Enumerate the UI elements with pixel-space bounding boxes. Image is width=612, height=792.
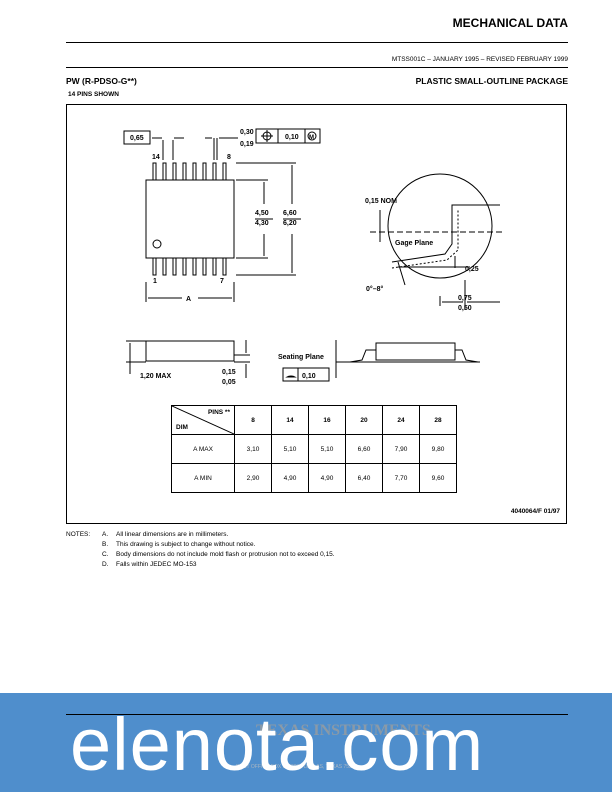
top-leads <box>152 162 227 181</box>
detail-circle <box>387 173 493 279</box>
row-label: A MAX <box>171 434 235 464</box>
drawing-frame <box>66 104 567 524</box>
lead-profile <box>391 204 500 263</box>
corner-bottom-label: DIM <box>176 424 188 431</box>
body-width-min: 4,30 <box>255 220 269 227</box>
table-cell: 9,60 <box>419 463 457 493</box>
lead-width-max: 0,30 <box>240 129 254 136</box>
pin-14-label: 14 <box>152 154 160 161</box>
body-width-max: 4,50 <box>255 210 269 217</box>
revision-line: MTSS001C – JANUARY 1995 – REVISED FEBRUA… <box>391 56 568 63</box>
table-row: A MAX 3,10 5,10 5,10 6,60 7,90 9,80 <box>171 434 457 464</box>
tolerance-value: 0,10 <box>285 134 299 141</box>
lead-width-min: 0,19 <box>240 141 254 148</box>
dimension-table: PINS ** DIM 8 14 16 20 24 28 A MAX 3,10 … <box>171 405 457 493</box>
table-cell: 3,10 <box>234 434 272 464</box>
package-name: PLASTIC SMALL-OUTLINE PACKAGE <box>415 76 568 86</box>
note-text: Falls within JEDEC MO-153 <box>116 561 197 568</box>
height-max: 1,20 MAX <box>140 373 171 380</box>
foot-min: 0,50 <box>458 305 472 312</box>
pin-1-label: 1 <box>153 278 157 285</box>
table-cell: 9,80 <box>419 434 457 464</box>
pin1-marker <box>152 239 162 249</box>
pin-count-cell: 20 <box>345 405 383 435</box>
table-header-row: PINS ** DIM 8 14 16 20 24 28 <box>171 405 457 435</box>
pitch-box <box>123 130 151 145</box>
side-view-body <box>145 340 235 362</box>
pin-count-cell: 14 <box>271 405 309 435</box>
pin-7-label: 7 <box>220 278 224 285</box>
standoff-min: 0,05 <box>222 379 236 386</box>
note-letter: C. <box>102 551 109 558</box>
row-label: A MIN <box>171 463 235 493</box>
pins-shown-label: 14 PINS SHOWN <box>68 91 119 98</box>
end-view-body <box>375 342 456 361</box>
tolerance-frame <box>255 128 321 144</box>
nom-label: 0,15 NOM <box>365 198 397 205</box>
bottom-leads <box>152 257 227 276</box>
table-cell: 6,40 <box>345 463 383 493</box>
table-cell: 5,10 <box>308 434 346 464</box>
note-text: All linear dimensions are in millimeters… <box>116 531 229 538</box>
pitch-label: 0,65 <box>130 135 144 142</box>
coplanarity-value: 0,10 <box>302 373 316 380</box>
length-label: A <box>186 296 191 303</box>
table-cell: 4,90 <box>271 463 309 493</box>
table-cell: 2,90 <box>234 463 272 493</box>
note-letter: A. <box>102 531 109 538</box>
drawing-labels: 0,65 14 8 1 7 0,30 0,19 0,10 M 4,50 4,30… <box>130 129 479 386</box>
note-line: B. This drawing is subject to change with… <box>66 540 335 550</box>
notes-label: NOTES: <box>66 531 91 538</box>
pin-8-label: 8 <box>227 154 231 161</box>
angle-label: 0°–8° <box>366 285 383 293</box>
header-rule-2 <box>66 67 568 68</box>
gage-plane-label: Gage Plane <box>395 240 433 247</box>
pin-count-cell: 16 <box>308 405 346 435</box>
ti-address: POST OFFICE BOX 655303 • DALLAS, TEXAS 7… <box>236 764 358 770</box>
standoff-max: 0,15 <box>222 369 236 376</box>
footer-rule <box>66 714 568 715</box>
top-view-body <box>145 179 235 259</box>
table-row: A MIN 2,90 4,90 4,90 6,40 7,70 9,60 <box>171 463 457 493</box>
tolerance-ref: M <box>309 135 314 141</box>
pin-count-cell: 8 <box>234 405 272 435</box>
package-id: PW (R-PDSO-G**) <box>66 76 137 86</box>
overall-width-max: 6,60 <box>283 210 297 217</box>
note-text: Body dimensions do not include mold flas… <box>116 551 335 558</box>
coplanarity-frame <box>282 367 330 382</box>
foot-max: 0,75 <box>458 295 472 302</box>
corner-top-label: PINS ** <box>207 409 230 416</box>
table-cell: 4,90 <box>308 463 346 493</box>
note-text: This drawing is subject to change withou… <box>116 541 256 548</box>
seating-plane-label: Seating Plane <box>278 354 324 361</box>
pin-count-cell: 24 <box>382 405 420 435</box>
table-corner-cell: PINS ** DIM <box>171 405 235 435</box>
note-line: NOTES: A. All linear dimensions are in mil… <box>66 530 335 540</box>
note-line: C. Body dimensions do not include mold fl… <box>66 550 335 560</box>
watermark-band <box>0 693 612 792</box>
header-rule <box>66 42 568 43</box>
watermark-text[interactable]: elenota.com <box>70 703 485 786</box>
ti-logo: TEXAS INSTRUMENTS <box>256 722 431 739</box>
note-line: D. Falls within JEDEC MO-153 <box>66 560 335 570</box>
table-cell: 6,60 <box>345 434 383 464</box>
table-cell: 7,90 <box>382 434 420 464</box>
table-cell: 5,10 <box>271 434 309 464</box>
gage-value: 0,25 <box>465 266 479 273</box>
table-cell: 7,70 <box>382 463 420 493</box>
header-title: MECHANICAL DATA <box>452 16 568 30</box>
overall-width-min: 6,20 <box>283 220 297 227</box>
note-letter: B. <box>102 541 109 548</box>
notes-block: NOTES: A. All linear dimensions are in mil… <box>66 530 335 570</box>
document-number: 4040064/F 01/97 <box>510 508 560 515</box>
pin-count-cell: 28 <box>419 405 457 435</box>
note-letter: D. <box>102 561 109 568</box>
